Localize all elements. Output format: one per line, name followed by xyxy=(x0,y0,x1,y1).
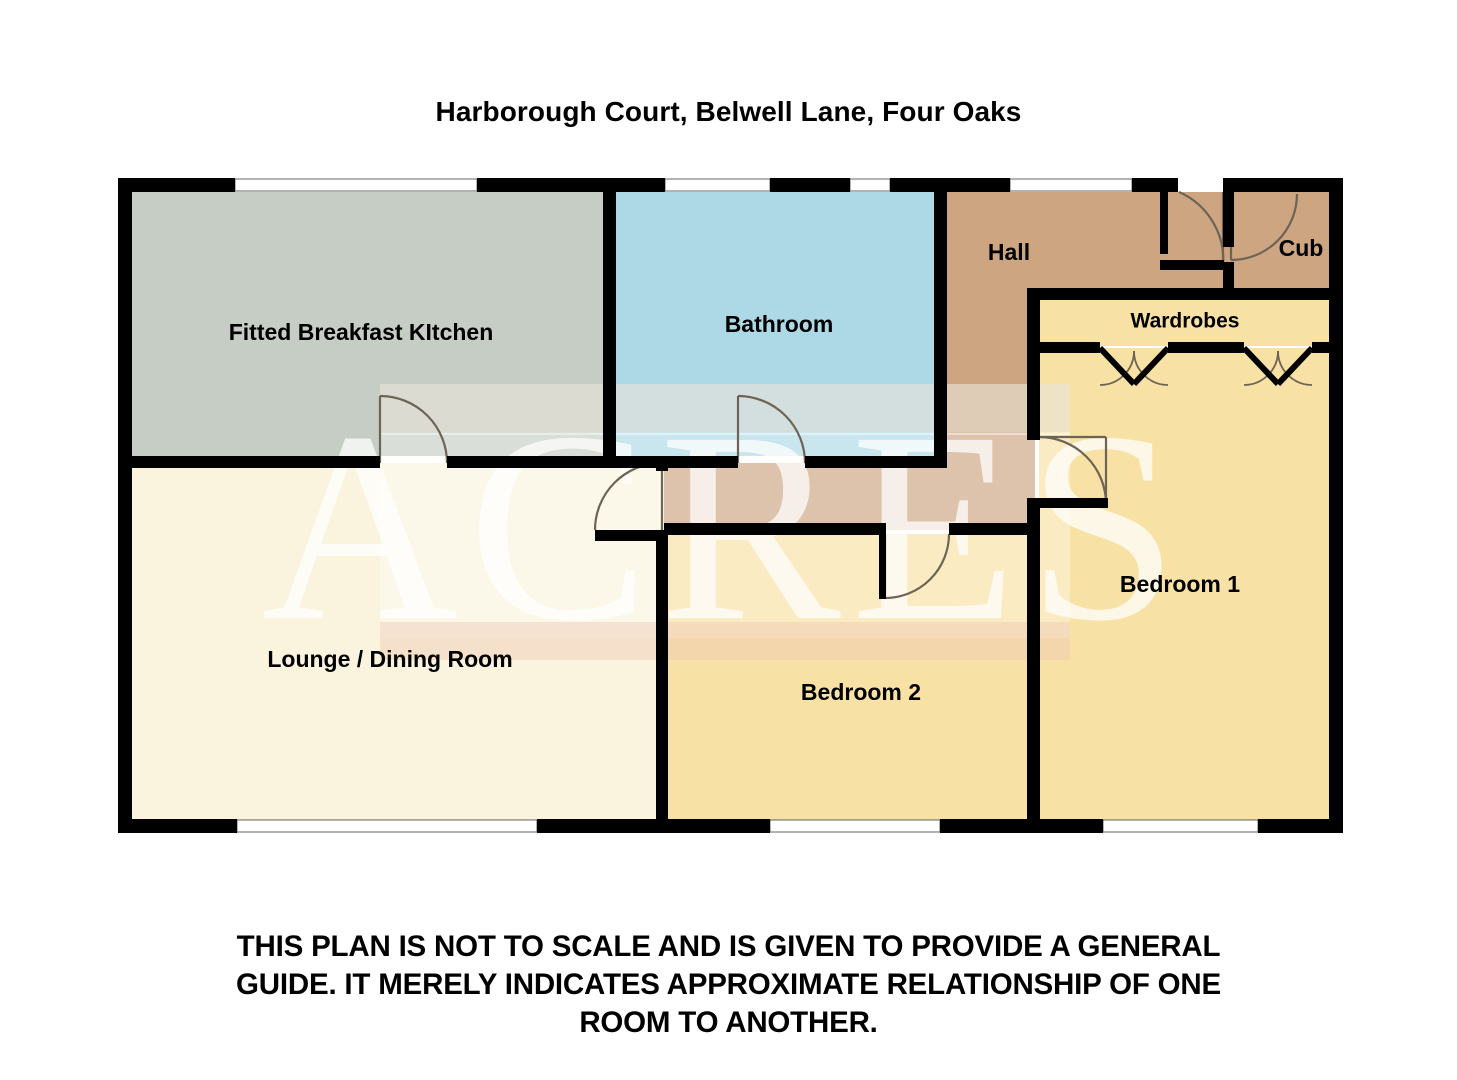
wall-top-4 xyxy=(890,178,1010,192)
window-bottom-2 xyxy=(769,819,941,833)
disclaimer-line-2: GUIDE. IT MERELY INDICATES APPROXIMATE R… xyxy=(236,968,1221,1002)
room-fill-bedroom1 xyxy=(1039,348,1333,820)
wall-lounge-door-head xyxy=(595,530,668,541)
room-label-kitchen: Fitted Breakfast KItchen xyxy=(229,319,494,345)
disclaimer-line-1: THIS PLAN IS NOT TO SCALE AND IS GIVEN T… xyxy=(236,930,1221,963)
wall-hall-bedroom2-left xyxy=(664,523,885,535)
wardrobe-leaf-1b xyxy=(1131,345,1171,387)
wall-top-6 xyxy=(1223,178,1343,192)
wall-hall-bedroom1 xyxy=(1027,290,1040,440)
window-bottom-1 xyxy=(236,819,538,833)
wall-top-3 xyxy=(770,178,850,192)
room-label-lounge: Lounge / Dining Room xyxy=(267,646,512,672)
wall-lounge-door-stub xyxy=(656,463,668,471)
wall-kitchen-bottom-left xyxy=(118,456,380,468)
disclaimer-line-3: ROOM TO ANOTHER. xyxy=(579,1006,878,1040)
wall-top-5 xyxy=(1132,178,1178,192)
wall-bedroom2-door-jamb xyxy=(879,523,886,599)
room-label-bathroom: Bathroom xyxy=(725,311,834,337)
wall-kitchen-bottom-right xyxy=(447,456,603,468)
wall-bottom-3 xyxy=(940,819,1103,833)
wall-bathroom-bottom-left xyxy=(603,456,738,468)
walls xyxy=(118,178,1343,833)
room-label-bedroom1: Bedroom 1 xyxy=(1120,571,1240,597)
wall-lounge-right-lower xyxy=(656,530,668,833)
wall-cub-left-lower xyxy=(1223,262,1234,290)
room-fills xyxy=(128,192,1333,820)
wall-top-1 xyxy=(118,178,235,192)
room-label-bedroom2: Bedroom 2 xyxy=(801,679,921,705)
room-label-hall: Hall xyxy=(988,239,1030,265)
bedroom1-door-icon xyxy=(1038,435,1108,505)
wardrobe-panel-3 xyxy=(1312,342,1333,353)
wall-kitchen-bathroom xyxy=(603,192,616,467)
wall-cub-door-head xyxy=(1160,260,1224,270)
wardrobe-leaf-2a xyxy=(1241,345,1281,387)
bathroom-door-icon xyxy=(736,394,807,464)
page-title: Harborough Court, Belwell Lane, Four Oak… xyxy=(435,96,1022,127)
room-fill-hall xyxy=(664,192,1333,530)
room-fill-wardrobes xyxy=(1039,296,1333,346)
floor-plan-svg: ACRES xyxy=(118,178,1343,833)
room-fill-bedroom2 xyxy=(666,534,1030,820)
wall-left xyxy=(118,178,132,833)
disclaimer-text: THIS PLAN IS NOT TO SCALE AND IS GIVEN T… xyxy=(0,928,1457,1042)
wall-cub-top-stub xyxy=(1160,192,1168,254)
wall-bottom-2 xyxy=(537,819,770,833)
room-labels: Fitted Breakfast KItchen Bathroom Hall C… xyxy=(229,235,1324,705)
room-label-cub: Cub xyxy=(1279,235,1324,261)
wall-hall-bedroom1-lower xyxy=(1027,498,1040,538)
window-top-4 xyxy=(1009,178,1133,192)
wall-bottom-4 xyxy=(1258,819,1343,833)
wall-bottom-1 xyxy=(118,819,237,833)
floor-plan-drawing: ACRES xyxy=(118,178,1343,833)
wall-cub-left xyxy=(1223,192,1234,247)
wall-hall-bedroom2-right xyxy=(949,523,1039,535)
window-top-3 xyxy=(849,178,891,192)
wall-top-2 xyxy=(477,178,665,192)
wall-right xyxy=(1329,178,1343,833)
window-top-2 xyxy=(664,178,771,192)
kitchen-door-icon xyxy=(378,394,449,464)
wardrobe-panel-1 xyxy=(1027,342,1100,353)
wall-bedroom2-bedroom1 xyxy=(1027,523,1040,833)
room-label-wardrobes: Wardrobes xyxy=(1131,310,1240,333)
room-fill-lounge xyxy=(128,463,662,820)
windows xyxy=(234,178,1259,833)
wall-wardrobe-top xyxy=(1027,288,1333,300)
wardrobe-leaf-2b xyxy=(1275,345,1315,387)
wall-bathroom-bottom-right xyxy=(805,456,947,468)
wall-bedroom1-door-head xyxy=(1040,498,1108,508)
window-top-1 xyxy=(234,178,478,192)
wall-bathroom-hall xyxy=(934,192,947,467)
wardrobe-leaf-1a xyxy=(1097,345,1137,387)
window-bottom-3 xyxy=(1102,819,1259,833)
wardrobe-panel-2 xyxy=(1168,342,1244,353)
wardrobe-leaves xyxy=(1097,345,1315,387)
